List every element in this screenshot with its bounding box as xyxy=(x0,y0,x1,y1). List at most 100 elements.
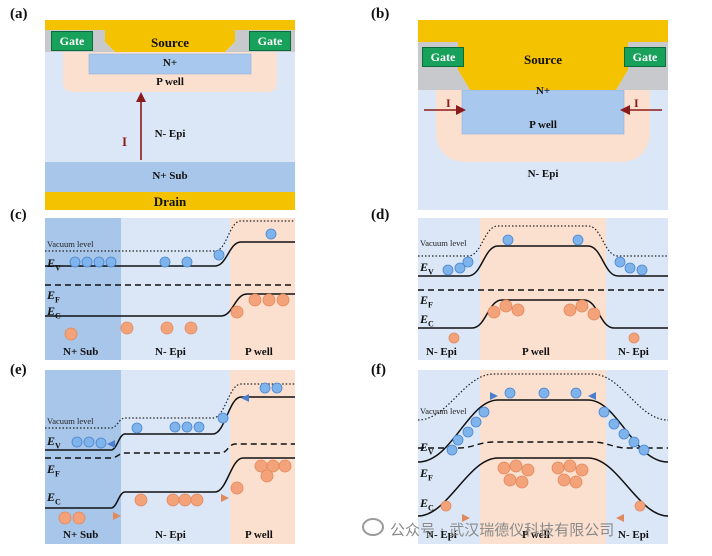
drain-label: Drain xyxy=(153,194,187,209)
hole xyxy=(638,444,650,456)
electron xyxy=(262,293,276,307)
electrons xyxy=(64,293,290,341)
ef-label: EF xyxy=(47,462,60,479)
fermi-level xyxy=(418,441,668,449)
hole xyxy=(502,234,514,246)
electrons xyxy=(58,459,292,525)
panel-c: Vacuum level EV EF EC N+ Sub N- Epi P we… xyxy=(45,218,295,360)
panel-label-d: (d) xyxy=(371,207,390,223)
hole xyxy=(105,256,117,268)
gate-oxide xyxy=(45,30,295,52)
electron xyxy=(120,321,134,335)
region-p-well xyxy=(230,218,295,360)
n-sub-label: N+ Sub xyxy=(152,170,188,182)
hole-drift-arrow xyxy=(107,440,115,448)
n-plus-label: N+ xyxy=(535,85,551,97)
panel-label-e: (e) xyxy=(10,362,27,378)
panel-a-drawing xyxy=(45,20,295,210)
hole xyxy=(193,421,205,433)
hole xyxy=(572,234,584,246)
ev-label: EV xyxy=(47,256,61,273)
ef-label: EF xyxy=(420,466,433,483)
n-plus-region xyxy=(461,89,625,135)
wechat-icon xyxy=(362,518,384,536)
hole xyxy=(624,262,636,274)
hole xyxy=(636,264,648,276)
region-n-epi-left xyxy=(418,370,480,544)
electron xyxy=(503,473,517,487)
source-label: Source xyxy=(523,52,563,67)
hole-drift-arrow xyxy=(490,392,498,400)
region-n-epi xyxy=(121,370,230,544)
panel-d-drawing xyxy=(418,218,668,360)
n-epi-label: N- Epi xyxy=(154,128,186,140)
region-label-n-epi-left: N- Epi xyxy=(426,346,457,358)
electron-drift-arrow xyxy=(616,514,624,522)
electron xyxy=(166,493,180,507)
electron xyxy=(628,332,640,344)
ec-label: EC xyxy=(47,304,61,321)
electron xyxy=(515,475,529,489)
hole xyxy=(71,436,83,448)
valence-band xyxy=(45,241,295,267)
vacuum-label: Vacuum level xyxy=(420,406,467,416)
region-label-n-epi: N- Epi xyxy=(155,529,186,541)
fermi-level xyxy=(45,443,295,459)
drift-arrows xyxy=(107,394,249,520)
ef-label: EF xyxy=(420,293,433,310)
region-label-p-well: P well xyxy=(245,346,273,358)
ec-label: EC xyxy=(420,312,434,329)
region-p-well xyxy=(480,218,606,360)
ev-label: EV xyxy=(420,440,434,457)
gate-right: Gate xyxy=(249,31,291,51)
region-label-p-well: P well xyxy=(522,346,550,358)
electrons xyxy=(440,459,646,512)
valence-band xyxy=(418,245,668,277)
electron xyxy=(521,463,535,477)
region-label-n-epi-right: N- Epi xyxy=(618,346,649,358)
holes xyxy=(69,228,277,268)
electron xyxy=(587,307,601,321)
panel-b: Gate Gate Source N+ I I P well N- Epi xyxy=(418,20,668,210)
drift-arrows xyxy=(462,392,624,522)
electron-drift-arrow xyxy=(462,514,470,522)
hole xyxy=(213,249,225,261)
electron xyxy=(276,293,290,307)
electron xyxy=(160,321,174,335)
current-arrow-head xyxy=(136,92,146,102)
hole xyxy=(608,418,620,430)
electron xyxy=(509,459,523,473)
vacuum-label: Vacuum level xyxy=(47,416,94,426)
hole xyxy=(478,406,490,418)
drain-metal xyxy=(45,192,295,210)
hole xyxy=(265,228,277,240)
hole xyxy=(598,406,610,418)
source-label: Source xyxy=(150,35,190,50)
valence-band xyxy=(45,396,295,451)
n-plus-label: N+ xyxy=(162,57,178,69)
panel-label-f: (f) xyxy=(371,362,386,378)
hole xyxy=(462,426,474,438)
holes xyxy=(442,234,648,276)
hole xyxy=(159,256,171,268)
region-label-n-epi-right: N- Epi xyxy=(618,529,649,541)
region-label-n-epi-left: N- Epi xyxy=(426,529,457,541)
gate-left: Gate xyxy=(422,47,464,67)
region-p-well xyxy=(230,370,295,544)
hole xyxy=(93,256,105,268)
electron xyxy=(575,463,589,477)
electron xyxy=(634,500,646,512)
electron xyxy=(497,461,511,475)
hole-drift-arrow xyxy=(241,394,249,402)
source-metal xyxy=(418,20,668,90)
hole xyxy=(69,256,81,268)
region-label-p-well: P well xyxy=(522,529,550,541)
current-label-left: I xyxy=(446,96,451,110)
electron xyxy=(511,303,525,317)
region-n-epi xyxy=(121,218,230,360)
current-arrow-left-head xyxy=(456,105,466,115)
conduction-band xyxy=(45,293,295,317)
panel-d: Vacuum level EV EF EC N- Epi P well N- E… xyxy=(418,218,668,360)
p-well-label: P well xyxy=(156,76,184,88)
panel-f-drawing xyxy=(417,370,669,544)
